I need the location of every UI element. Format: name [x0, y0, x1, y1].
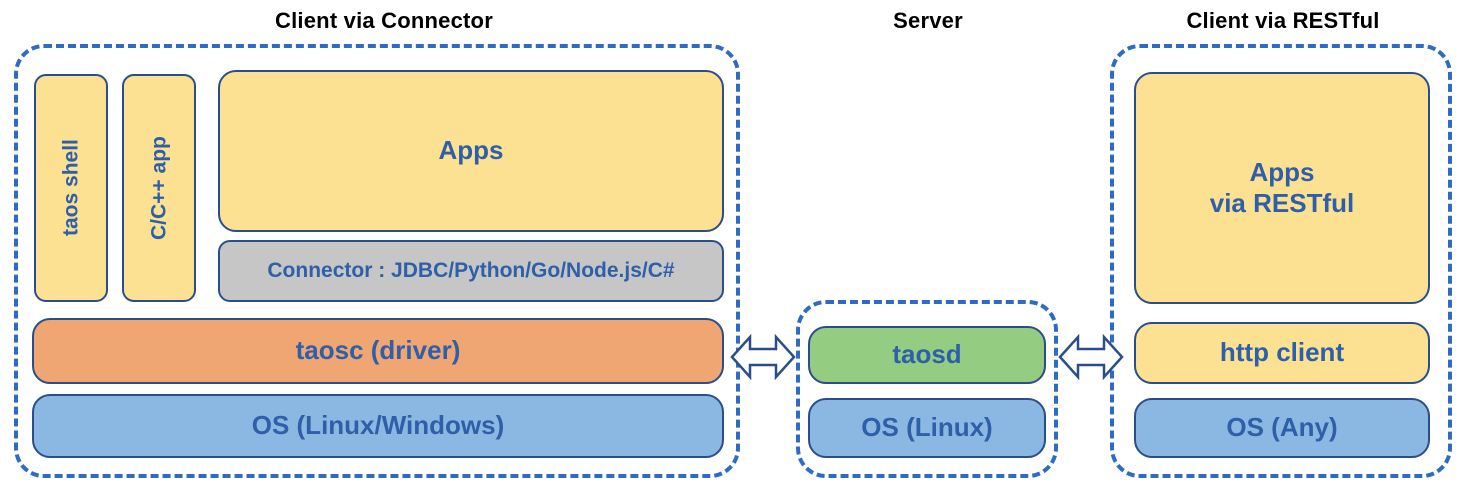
node-os-linux[interactable]: OS (Linux): [808, 398, 1046, 458]
double-arrow-icon-connector-to-server: [730, 330, 796, 384]
node-taosd[interactable]: taosd: [808, 326, 1046, 384]
node-apps-via-restful-line1: Apps: [1249, 156, 1315, 187]
node-http-client[interactable]: http client: [1134, 322, 1430, 384]
node-apps-via-restful-line2: via RESTful: [1209, 188, 1355, 218]
node-os-linux-windows[interactable]: OS (Linux/Windows): [32, 394, 724, 458]
node-c-cpp-app[interactable]: C/C++ app: [122, 74, 196, 302]
section-title-client-via-restful: Client via RESTful: [1186, 8, 1380, 33]
node-connector-list[interactable]: Connector : JDBC/Python/Go/Node.js/C#: [218, 240, 724, 302]
node-os-any[interactable]: OS (Any): [1134, 398, 1430, 458]
section-title-client-via-connector: Client via Connector: [275, 8, 493, 33]
section-title-server: Server: [893, 8, 963, 33]
node-apps[interactable]: Apps: [218, 70, 724, 232]
node-taosc-driver[interactable]: taosc (driver): [32, 318, 724, 384]
panel-client-via-restful: [1110, 44, 1452, 478]
node-taos-shell[interactable]: taos shell: [34, 74, 108, 302]
node-apps-via-restful[interactable]: Apps via RESTful: [1134, 72, 1430, 304]
double-arrow-icon-server-to-restful: [1058, 330, 1124, 384]
panel-client-via-connector: [14, 44, 740, 478]
panel-server: [796, 300, 1058, 478]
